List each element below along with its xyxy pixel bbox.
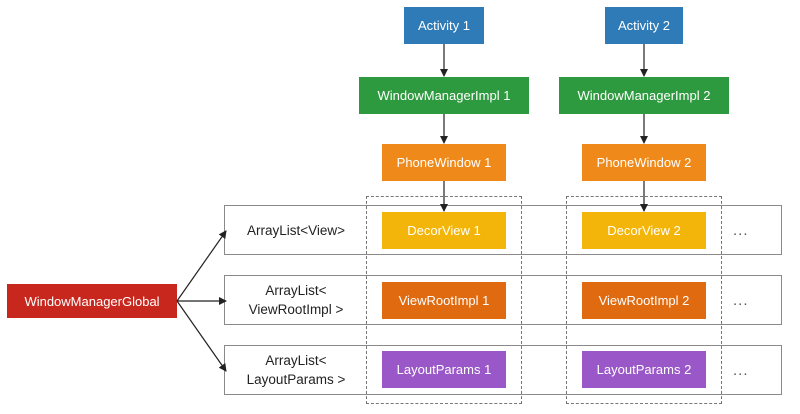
window-manager-impl-1-box: WindowManagerImpl 1	[359, 77, 529, 114]
arraylist-view-label: ArrayList<View>	[246, 222, 346, 238]
decor-view-1-box: DecorView 1	[382, 212, 506, 249]
view-root-impl-1-box: ViewRootImpl 1	[382, 282, 506, 319]
window-manager-impl-2-box: WindowManagerImpl 2	[559, 77, 729, 114]
layout-params-2-box: LayoutParams 2	[582, 351, 706, 388]
layout-params-1-box: LayoutParams 1	[382, 351, 506, 388]
arrow-global-row1	[176, 230, 227, 302]
arraylist-viewrootimpl-label: ArrayList< ViewRootImpl >	[248, 283, 344, 317]
row-2-more: ...	[733, 292, 749, 309]
view-root-impl-2-box: ViewRootImpl 2	[582, 282, 706, 319]
row-1-more: ...	[733, 222, 749, 239]
row-3-more: ...	[733, 362, 749, 379]
phone-window-2-box: PhoneWindow 2	[582, 144, 706, 181]
arrow-global-row3	[176, 300, 227, 372]
arraylist-layoutparams-label: ArrayList< LayoutParams >	[246, 353, 346, 387]
activity-2-box: Activity 2	[605, 7, 683, 44]
activity-1-box: Activity 1	[404, 7, 484, 44]
window-manager-global-box: WindowManagerGlobal	[7, 284, 177, 318]
decor-view-2-box: DecorView 2	[582, 212, 706, 249]
phone-window-1-box: PhoneWindow 1	[382, 144, 506, 181]
